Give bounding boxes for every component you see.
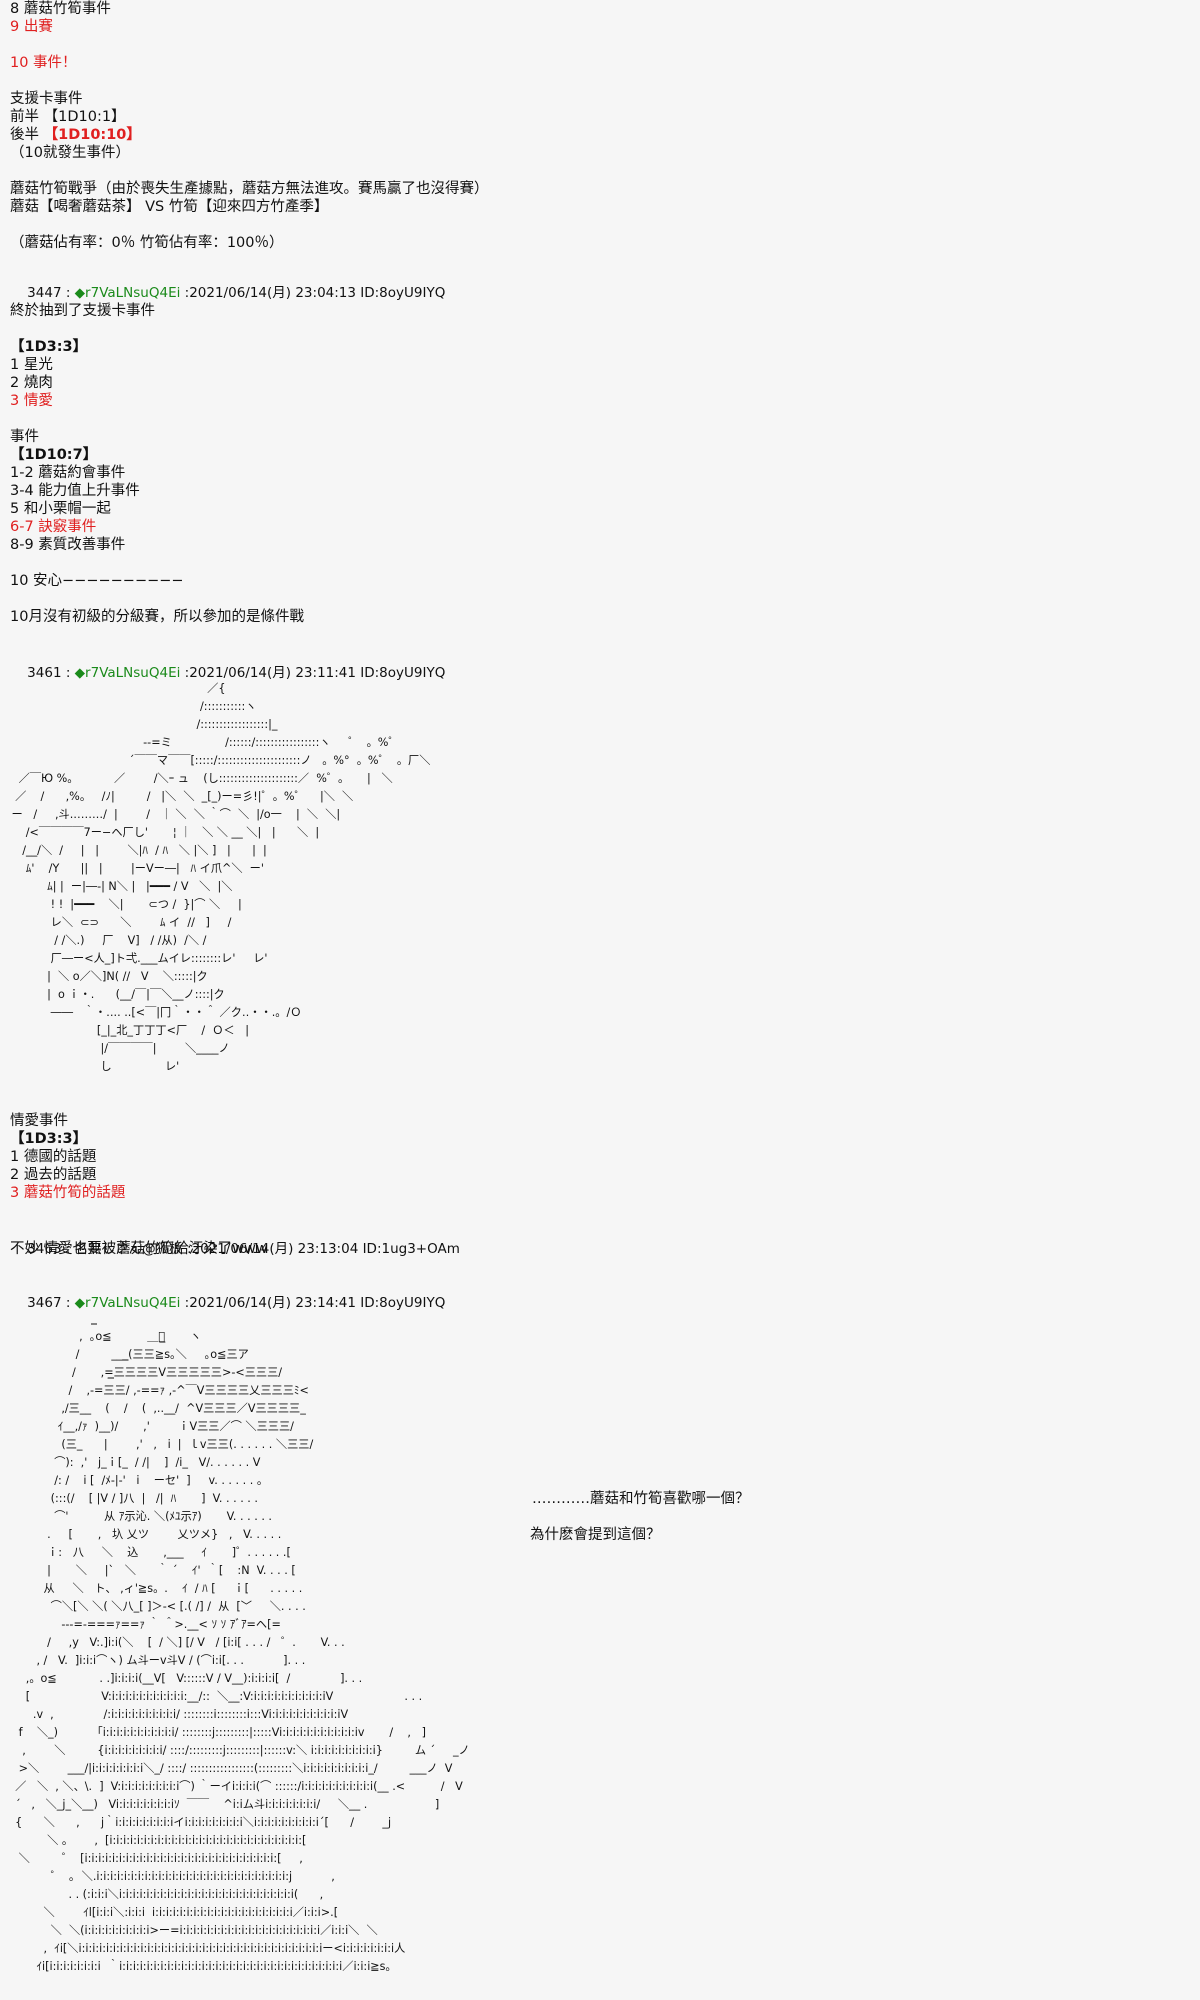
- post-date: 2021/06/14(月) 23:14:41 ID:8oyU9IYQ: [189, 1295, 446, 1311]
- post-date: 2021/06/14(月) 23:13:04 ID:1ug3+OAm: [191, 1241, 460, 1257]
- post-header-3463: 3463 : 名無しさん@狐板 :2021/06/14(月) 23:13:04 …: [27, 1241, 460, 1257]
- text-line: 【1D3:3】: [10, 1131, 88, 1147]
- side-text-2: 為什麽會提到這個？: [530, 1527, 661, 1543]
- text-line: [10, 72, 1190, 90]
- text-line: 5 和小栗帽一起: [10, 501, 111, 517]
- post-date: 2021/06/14(月) 23:04:13 ID:8oyU9IYQ: [189, 285, 446, 301]
- text-line: 10月沒有初級的分級賽，所以參加的是條件戰: [10, 609, 304, 625]
- text-line: 3-4 能力值上升事件: [10, 483, 140, 499]
- text-line: 8 蘑菇竹筍事件: [10, 1, 111, 17]
- text-line: 前半 【1D10:1】: [10, 109, 126, 125]
- post-number: 3447: [27, 285, 62, 301]
- text-line: 10 事件！: [10, 55, 77, 71]
- post-author[interactable]: ◆r7VaLNsuQ4Ei: [74, 285, 181, 301]
- text-line: 8-9 素質改善事件: [10, 537, 126, 553]
- post-header-3461: 3461 : ◆r7VaLNsuQ4Ei :2021/06/14(月) 23:1…: [27, 665, 446, 681]
- post-body-3463: 不妙 情愛也要被蘑菇竹筍給汙染了www: [10, 1240, 1190, 1258]
- text-line: 2 過去的話題: [10, 1167, 97, 1183]
- text-line: [10, 590, 1190, 608]
- text-line: 終於抽到了支援卡事件: [10, 303, 155, 319]
- text-line: 【1D10:7】: [10, 447, 98, 463]
- post-number: 3461: [27, 665, 62, 681]
- post-number: 3463: [27, 1241, 62, 1257]
- post-date: 2021/06/14(月) 23:11:41 ID:8oyU9IYQ: [189, 665, 446, 681]
- text-line: 支援卡事件: [10, 91, 83, 107]
- text-line: 蘑菇竹筍戰爭（由於喪失生產據點，蘑菇方無法進攻。賽馬贏了也沒得賽）: [10, 181, 489, 197]
- text-line: 10 安心−−−−−−−−−−: [10, 573, 184, 589]
- text-line: [10, 554, 1190, 572]
- text-line: 蘑菇【喝奢蘑菇茶】 VS 竹筍【迎來四方竹產季】: [10, 199, 329, 215]
- text-line: [10, 410, 1190, 428]
- text-line: （蘑菇佔有率：0％ 竹筍佔有率：100％）: [10, 235, 284, 251]
- text-line: 2 燒肉: [10, 375, 53, 391]
- text-line: （10就發生事件）: [10, 145, 130, 161]
- roll-result: 【1D10:10】: [43, 127, 141, 143]
- text-line: 不妙 情愛也要被蘑菇竹筍給汙染了www: [10, 1241, 268, 1257]
- ascii-art-3461: ／{ /:::::::::::ヽ /::::::::::::::::::|_ -…: [11, 682, 431, 1073]
- text-line: 事件: [10, 429, 39, 445]
- text-line: 1 星光: [10, 357, 53, 373]
- text-line: 1 德國的話題: [10, 1149, 97, 1165]
- text-line: 後半 【1D10:10】: [10, 126, 1190, 144]
- text-line: [10, 162, 1190, 180]
- post-top-body: 8 蘑菇竹筍事件 9 出賽 10 事件！ 支援卡事件前半 【1D10:1】後半 【…: [10, 0, 1190, 252]
- text-line: [10, 36, 1190, 54]
- text-line: 3 情愛: [10, 393, 53, 409]
- post-body-3461-after: 情愛事件【1D3:3】 1 德國的話題 2 過去的話題 3 蘑菇竹筍的話題: [10, 1112, 1190, 1202]
- post-body-3447: 終於抽到了支援卡事件 【1D3:3】 1 星光 2 燒肉 3 情愛 事件【1D10:7…: [10, 302, 1190, 626]
- text-line: [10, 216, 1190, 234]
- post-author[interactable]: ◆r7VaLNsuQ4Ei: [74, 665, 181, 681]
- side-text-1: …………蘑菇和竹筍喜歡哪一個？: [532, 1491, 750, 1507]
- text-line: 9 出賽: [10, 19, 53, 35]
- roll-label: 後半: [10, 127, 44, 143]
- post-author[interactable]: 名無しさん@狐板: [74, 1241, 183, 1257]
- text-line: 【1D3:3】: [10, 339, 88, 355]
- post-header-3447: 3447 : ◆r7VaLNsuQ4Ei :2021/06/14(月) 23:0…: [27, 285, 446, 301]
- ascii-art-3467: ̲̲̲̲̲̲ , ｡o≦ ＿＿̲̲ ヽ / ___̲̲̲̲̲̲̲̲(三三≧s｡＼…: [15, 1312, 470, 1973]
- text-line: 3 蘑菇竹筍的話題: [10, 1185, 126, 1201]
- text-line: 1-2 蘑菇約會事件: [10, 465, 126, 481]
- text-line: 情愛事件: [10, 1113, 68, 1129]
- post-author[interactable]: ◆r7VaLNsuQ4Ei: [74, 1295, 181, 1311]
- text-line: [10, 320, 1190, 338]
- text-line: 6-7 訣竅事件: [10, 519, 97, 535]
- post-number: 3467: [27, 1295, 62, 1311]
- post-header-3467: 3467 : ◆r7VaLNsuQ4Ei :2021/06/14(月) 23:1…: [27, 1295, 446, 1311]
